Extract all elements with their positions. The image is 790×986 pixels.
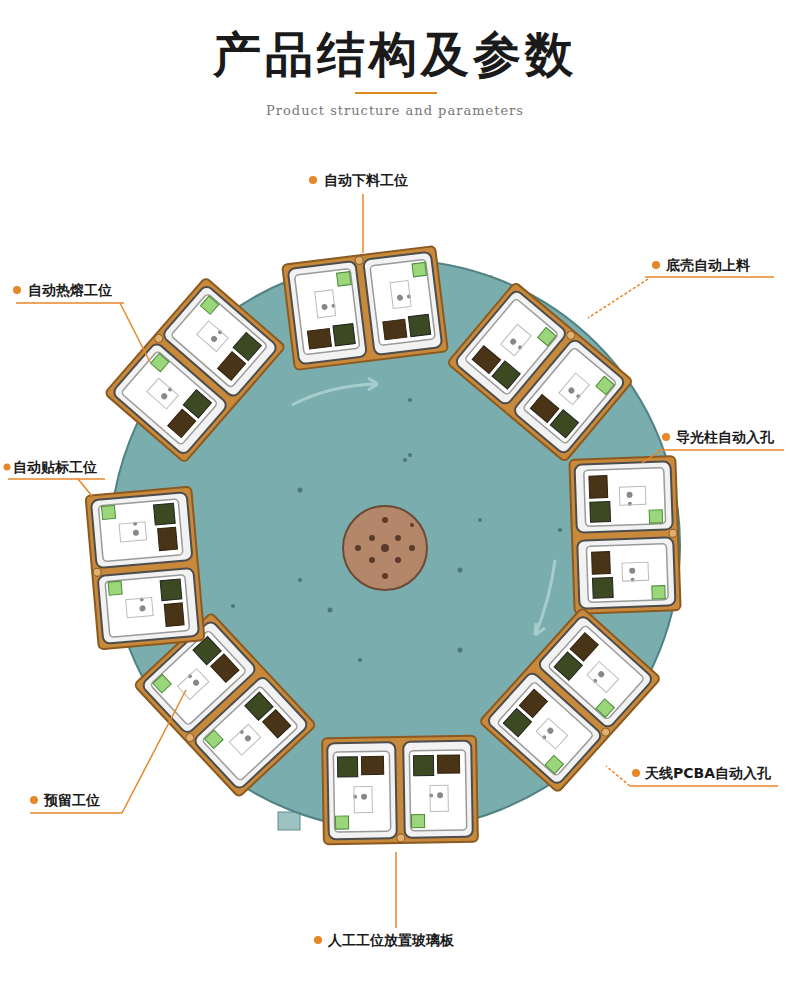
fixture: [282, 246, 448, 370]
leader-lines: [8, 194, 784, 928]
subtitle: Product structure and parameters: [266, 102, 524, 120]
callout-label: 导光柱自动入孔: [676, 428, 774, 446]
fixture: [479, 607, 661, 792]
callout-label: 预留工位: [44, 791, 100, 809]
fixture: [322, 736, 478, 845]
page-title: 产品结构及参数: [0, 28, 790, 81]
base-foot: [278, 812, 300, 830]
hub: [343, 506, 427, 590]
fixture: [104, 277, 285, 463]
callout-dots: [4, 176, 671, 944]
callout-label: 人工工位放置玻璃板: [328, 931, 454, 949]
holes: [231, 398, 562, 662]
callout-label: 自动热熔工位: [28, 281, 112, 299]
fixture: [569, 456, 680, 614]
title-underline: [355, 92, 437, 94]
callout-label: 底壳自动上料: [666, 256, 750, 274]
fixture: [447, 282, 633, 462]
callout-label: 自动贴标工位: [13, 458, 97, 476]
callout-label: 自动下料工位: [324, 171, 408, 189]
fixture: [85, 487, 204, 650]
rotation-arrows: [230, 378, 555, 672]
callout-label: 天线PCBA自动入孔: [645, 764, 771, 782]
